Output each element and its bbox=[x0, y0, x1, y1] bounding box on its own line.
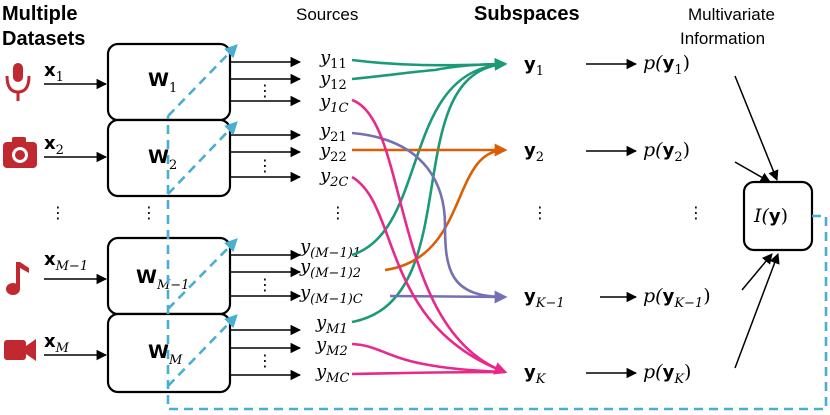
input-xM1: xM−1 bbox=[44, 249, 108, 285]
prob-p2: p(y2) bbox=[643, 139, 690, 165]
subspace-y2: y2 bbox=[524, 140, 544, 165]
boxes-ellipsis: ⋮ bbox=[141, 203, 157, 222]
svg-text:xM−1: xM−1 bbox=[44, 249, 88, 274]
source-yM2: yM2 bbox=[315, 334, 348, 359]
box-output-arrows bbox=[230, 56, 302, 381]
subspace-y1: y1 bbox=[524, 54, 544, 79]
prob-pK: p(yK) bbox=[643, 361, 691, 387]
subspaces-header: Subspaces bbox=[474, 3, 580, 25]
svg-text:x2: x2 bbox=[44, 133, 64, 158]
sources-header: Sources bbox=[296, 5, 358, 24]
subspaces-ellipsis: ⋮ bbox=[532, 203, 548, 222]
boxM-ellipsis: ⋮ bbox=[257, 351, 273, 370]
subspace-prob-arrows bbox=[586, 58, 638, 379]
feedback-WM1 bbox=[167, 238, 238, 310]
svg-text:W2: W2 bbox=[148, 146, 177, 173]
multivariate-header-line2: Information bbox=[680, 29, 765, 48]
source-y2C: y2C bbox=[319, 165, 348, 190]
subspace-yK: yK bbox=[524, 362, 547, 387]
source-y12: y12 bbox=[319, 68, 347, 93]
source-y1C: y1C bbox=[319, 91, 348, 116]
feedback-W2 bbox=[167, 121, 238, 195]
source-y21: y21 bbox=[319, 120, 347, 145]
microphone-icon bbox=[5, 63, 31, 101]
green-curve-yM1 bbox=[351, 62, 506, 324]
source-labels: y11 y12 y1C y21 y22 y2C y(M−1)1 y(M−1)2 … bbox=[299, 47, 363, 386]
source-yMC: yMC bbox=[315, 361, 349, 386]
orange-connections bbox=[351, 143, 508, 272]
svg-text:W1: W1 bbox=[148, 69, 177, 96]
music-note-icon bbox=[6, 262, 29, 295]
svg-text:x1: x1 bbox=[44, 60, 64, 85]
datasets-header-line1: Multiple bbox=[2, 3, 78, 25]
feedback-WM bbox=[167, 314, 238, 387]
purple-curve-y21 bbox=[351, 131, 508, 304]
info-box: I(y) bbox=[742, 180, 814, 252]
green-connections bbox=[351, 57, 508, 324]
source-y22: y22 bbox=[319, 140, 347, 165]
multivariate-header-line1: Multivariate bbox=[688, 5, 775, 24]
pink-curve-y2C bbox=[351, 175, 506, 374]
pink-curve-yM2 bbox=[351, 342, 506, 374]
box1-ellipsis: ⋮ bbox=[257, 81, 273, 100]
orange-curve-yM12 bbox=[384, 148, 506, 272]
purple-curve-yM1C bbox=[389, 294, 506, 299]
source-y11: y11 bbox=[319, 47, 347, 72]
pink-curve-y1C bbox=[351, 98, 508, 375]
svg-text:WM−1: WM−1 bbox=[136, 266, 189, 293]
boxM1-ellipsis: ⋮ bbox=[257, 275, 273, 294]
purple-connections bbox=[351, 131, 508, 304]
datasets-header: Multiple Datasets bbox=[2, 3, 85, 50]
input-x1: x1 bbox=[44, 60, 108, 90]
svg-text:I(y): I(y) bbox=[753, 205, 788, 227]
svg-text:xM: xM bbox=[44, 331, 70, 356]
subspace-yK1: yK−1 bbox=[524, 286, 565, 311]
feedback-path bbox=[166, 116, 828, 411]
probability-labels: p(y1) p(y2) p(yK−1) p(yK) bbox=[643, 52, 711, 387]
feedback-loop bbox=[166, 44, 828, 411]
prob-p1: p(y1) bbox=[643, 52, 690, 78]
box2-ellipsis: ⋮ bbox=[257, 156, 273, 175]
subspace-labels: y1 y2 yK−1 yK bbox=[524, 54, 565, 387]
video-camera-icon bbox=[4, 339, 36, 361]
pink-curve-yMC bbox=[351, 370, 506, 376]
box-W1: W1 bbox=[106, 42, 232, 122]
camera-icon bbox=[3, 137, 37, 168]
input-xM: xM bbox=[44, 331, 108, 361]
green-curve-y12 bbox=[351, 62, 506, 81]
svg-text:WM: WM bbox=[148, 341, 183, 368]
prob-pK1: p(yK−1) bbox=[643, 285, 711, 311]
multivariate-header: Multivariate Information bbox=[680, 5, 775, 48]
green-curve-yM11 bbox=[351, 62, 506, 257]
input-x2: x2 bbox=[44, 133, 108, 163]
datasets-header-line2: Datasets bbox=[2, 28, 85, 50]
sources-ellipsis: ⋮ bbox=[330, 203, 346, 222]
feedback-W1 bbox=[167, 44, 238, 117]
source-yM11: y(M−1)1 bbox=[299, 236, 361, 261]
source-yM1: yM1 bbox=[315, 312, 348, 337]
probs-ellipsis: ⋮ bbox=[688, 203, 704, 222]
pink-connections bbox=[351, 98, 508, 376]
datasets-ellipsis: ⋮ bbox=[50, 203, 66, 222]
prob-to-info-arrows bbox=[734, 75, 780, 369]
source-yM1C: y(M−1)C bbox=[299, 282, 363, 307]
source-yM12: y(M−1)2 bbox=[299, 256, 361, 281]
